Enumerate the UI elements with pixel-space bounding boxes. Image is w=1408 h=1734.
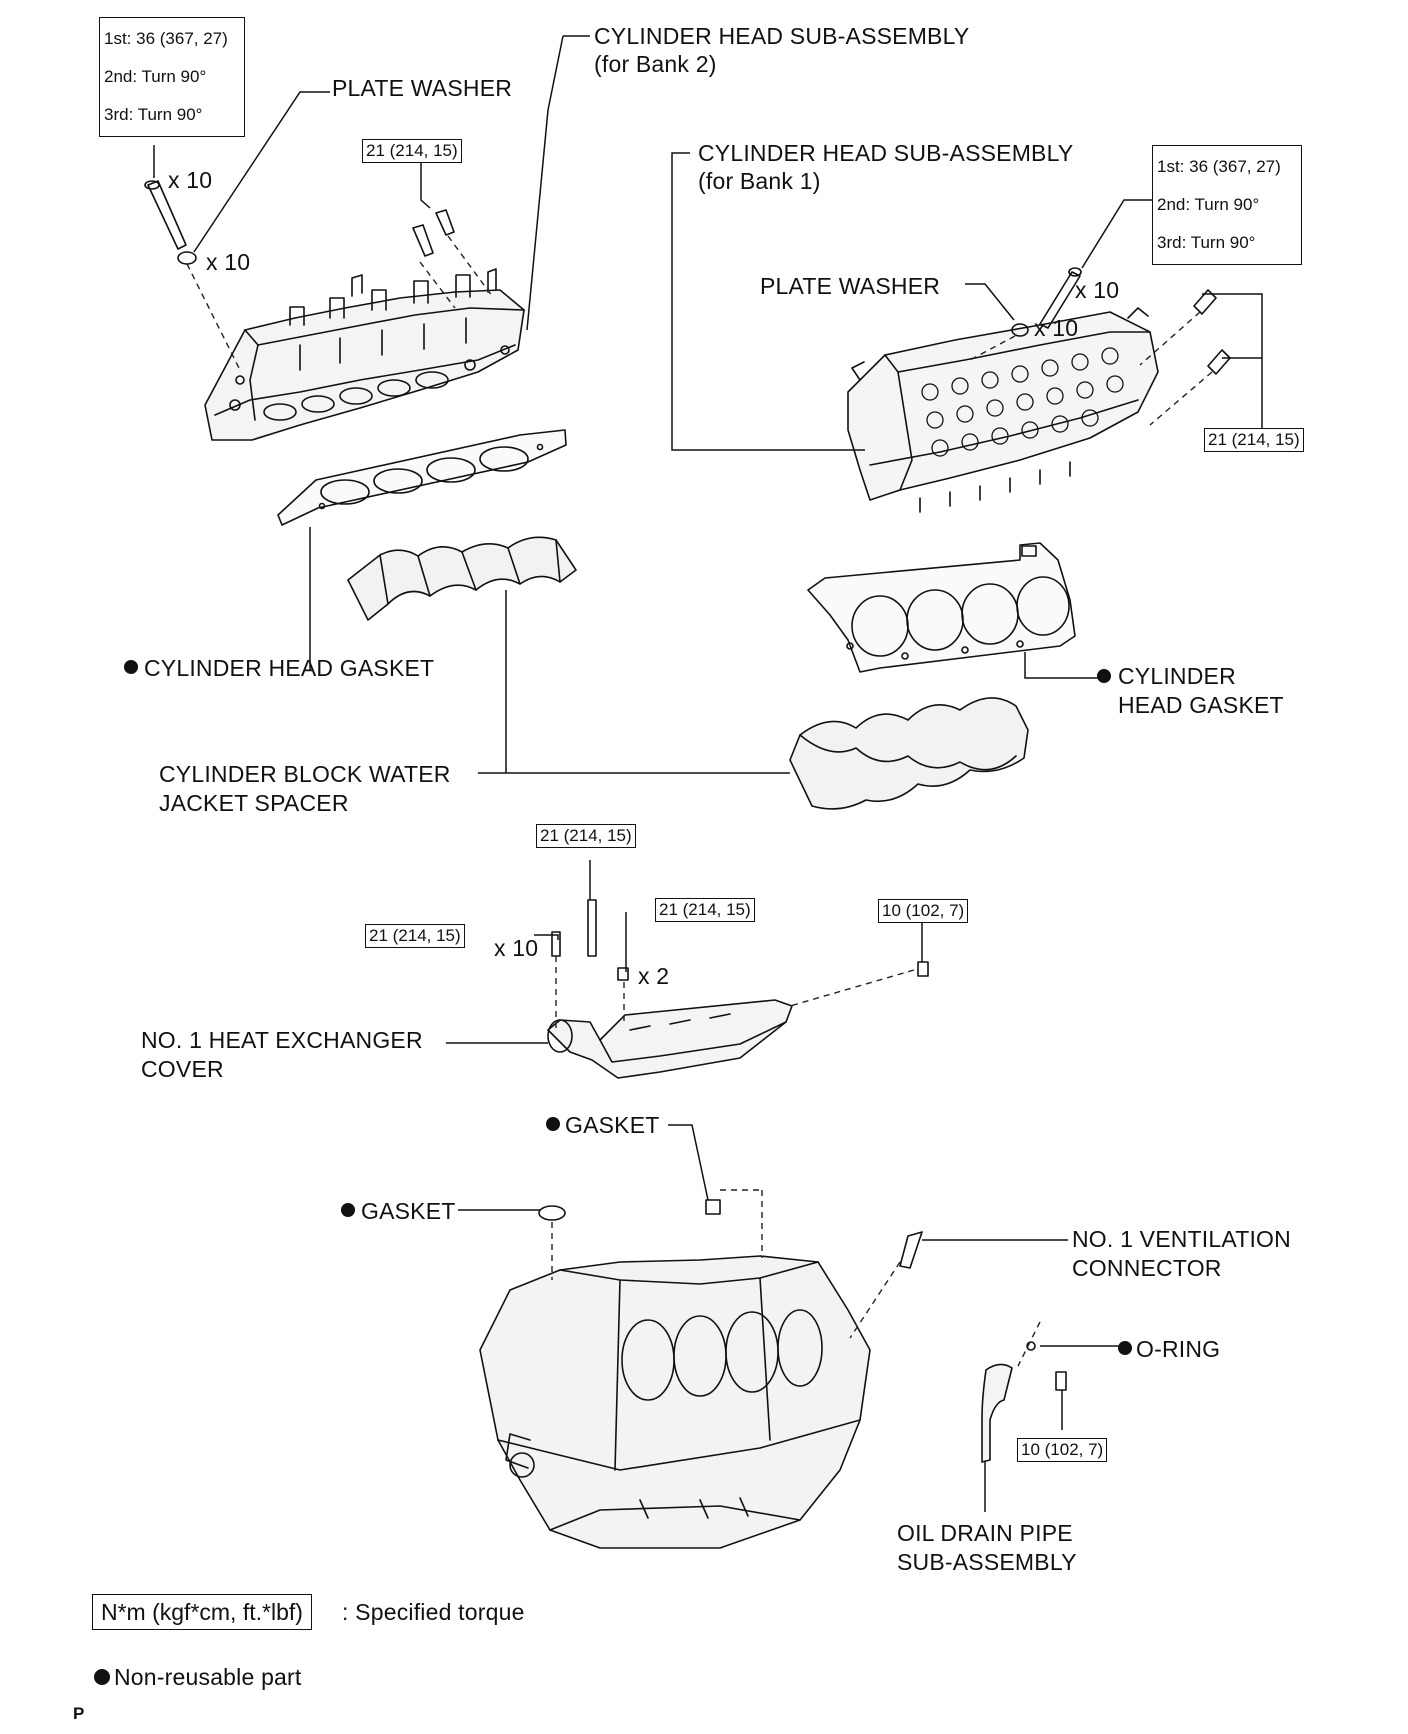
quantity-label: x 10 [206,249,251,275]
plate-washer-bank1 [1011,323,1029,337]
cover-bolt-right [917,961,929,977]
small-bolts-bank2 [412,209,455,257]
cylinder-head-gasket-label: CYLINDER HEAD GASKET [144,655,435,681]
gasket-top-part [705,1199,721,1215]
quantity-label: x 2 [638,963,670,989]
o-ring-label: O-RING [1136,1336,1221,1362]
cylinder-head-gasket-bank1 [807,542,1076,673]
cylinder-head-bank1 [847,307,1159,513]
water-jacket-spacer-bank2 [347,536,577,621]
cylinder-head-bank2 [204,268,525,441]
cover-bolt-x10 [551,931,561,957]
cylinder-head-bank1-label: CYLINDER HEAD SUB-ASSEMBLY [698,140,1074,166]
torque-step-2: 2nd: Turn 90° [104,67,207,86]
o-ring-part [1026,1341,1036,1351]
torque-step-1: 1st: 36 (367, 27) [1157,157,1281,176]
torque-step-3: 3rd: Turn 90° [1157,233,1256,252]
heat-exchanger-cover-sublabel: COVER [141,1056,224,1082]
assembly-guide-lines [186,235,1213,1367]
torque-spec-box: 21 (214, 15) [655,898,755,922]
water-jacket-spacer-label: CYLINDER BLOCK WATER [159,761,451,787]
torque-box-bank1: 1st: 36 (367, 27) 2nd: Turn 90° 3rd: Tur… [1152,145,1302,265]
cover-nut-x2 [617,967,629,981]
gasket-left-part [538,1205,566,1221]
cylinder-block [479,1255,871,1549]
drain-bolt-part [1055,1371,1067,1391]
gasket-label: GASKET [361,1198,456,1224]
torque-spec-box: 21 (214, 15) [536,824,636,848]
quantity-label: x 10 [1075,277,1120,303]
torque-step-2: 2nd: Turn 90° [1157,195,1260,214]
cylinder-head-bank2-label: CYLINDER HEAD SUB-ASSEMBLY [594,23,970,49]
cylinder-head-bank2-sublabel: (for Bank 2) [594,51,717,77]
ventilation-connector-part [899,1231,923,1269]
torque-unit-legend-box: N*m (kgf*cm, ft.*lbf) [92,1594,312,1630]
oil-drain-pipe [981,1363,1013,1463]
cylinder-head-gasket-sublabel: HEAD GASKET [1118,692,1284,718]
ventilation-connector-label: NO. 1 VENTILATION [1072,1226,1291,1252]
torque-unit-legend-text: : Specified torque [342,1599,525,1625]
gasket-label: GASKET [565,1112,660,1138]
plate-washer-label: PLATE WASHER [760,273,941,299]
cylinder-head-bank1-sublabel: (for Bank 1) [698,168,821,194]
quantity-label: x 10 [1034,315,1079,341]
page-mark: P [73,1704,85,1723]
non-reusable-legend: Non-reusable part [114,1664,302,1690]
quantity-label: x 10 [494,935,539,961]
head-bolt-bank1 [1039,267,1082,329]
ventilation-connector-sublabel: CONNECTOR [1072,1255,1222,1281]
torque-spec-box: 21 (214, 15) [362,139,462,163]
torque-spec-box: 10 (102, 7) [878,899,969,923]
water-jacket-spacer-bank1 [789,697,1029,810]
cover-bolt-long [587,899,597,957]
plate-washer-bank2 [177,251,197,265]
non-reusable-markers [94,660,1132,1685]
oil-drain-pipe-sublabel: SUB-ASSEMBLY [897,1549,1077,1575]
oil-drain-pipe-label: OIL DRAIN PIPE [897,1520,1073,1546]
quantity-label: x 10 [168,167,213,193]
plate-washer-label: PLATE WASHER [332,75,513,101]
torque-step-3: 3rd: Turn 90° [104,105,203,124]
small-bolts-bank1 [1193,289,1231,375]
cylinder-head-gasket-label: CYLINDER [1118,663,1236,689]
torque-spec-box: 10 (102, 7) [1017,1438,1108,1462]
cylinder-head-gasket-bank2 [277,429,567,526]
torque-box-bank2: 1st: 36 (367, 27) 2nd: Turn 90° 3rd: Tur… [99,17,245,137]
heat-exchanger-cover [547,999,793,1079]
torque-step-1: 1st: 36 (367, 27) [104,29,228,48]
torque-spec-box: 21 (214, 15) [1204,428,1304,452]
heat-exchanger-cover-label: NO. 1 HEAT EXCHANGER [141,1027,423,1053]
torque-spec-box: 21 (214, 15) [365,924,465,948]
head-bolt-bank2 [144,180,187,250]
water-jacket-spacer-sublabel: JACKET SPACER [159,790,349,816]
